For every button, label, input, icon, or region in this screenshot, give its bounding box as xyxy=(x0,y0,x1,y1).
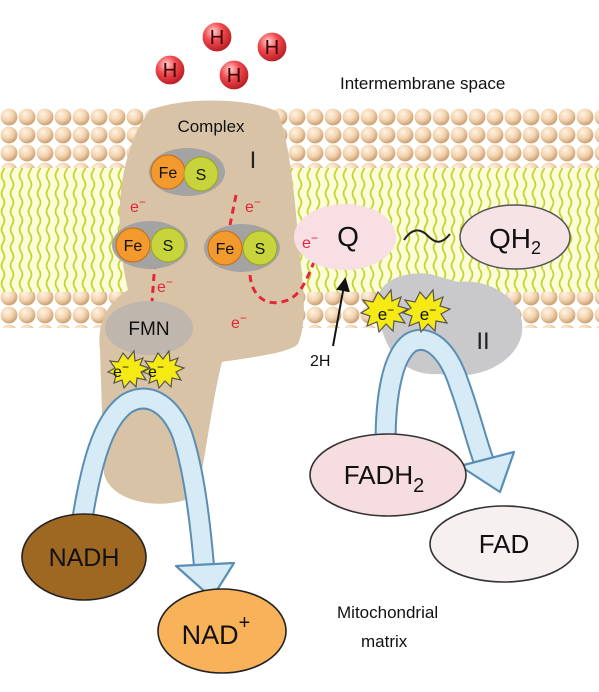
electron-letter: e xyxy=(245,199,254,216)
nad-label: NAD+ xyxy=(182,612,251,650)
fe-s-cluster-left: Fe S xyxy=(112,221,188,269)
fadh2-label: FADH2 xyxy=(344,460,424,497)
electron-letter: e xyxy=(130,199,139,216)
curved-arrow-icon xyxy=(67,387,236,600)
sulfur-label: S xyxy=(163,238,174,255)
proton-icon: H xyxy=(154,54,186,86)
proton-group: H H H H xyxy=(154,21,288,91)
nad-shape xyxy=(157,588,287,674)
electron-letter: e xyxy=(157,279,166,296)
fadh2-base: FADH xyxy=(344,460,413,490)
electron-letter: e xyxy=(113,364,122,381)
electron-charge: − xyxy=(311,231,318,245)
electron-labels: e− e− e− e− xyxy=(130,195,261,332)
two-h-arrow xyxy=(332,277,350,347)
svg-text:e−: e− xyxy=(245,195,261,216)
q-label: Q xyxy=(337,221,359,252)
matrix-label-line2: matrix xyxy=(361,632,408,651)
electron-letter: e xyxy=(148,364,157,381)
starburst-electron: e− xyxy=(148,360,164,381)
nad-sup: + xyxy=(239,612,251,634)
electron-charge: − xyxy=(387,303,394,317)
fmn-label: FMN xyxy=(128,319,169,340)
electron-charge: − xyxy=(429,303,436,317)
fe-s-cluster-top: Fe S xyxy=(149,148,225,196)
two-h-label: 2H xyxy=(310,353,330,370)
electron-charge: − xyxy=(254,195,261,209)
proton-label: H xyxy=(210,27,224,49)
electron-letter: e xyxy=(420,305,429,324)
proton-label: H xyxy=(265,37,279,59)
fad-label: FAD xyxy=(479,529,530,559)
nad-base: NAD xyxy=(182,620,239,650)
starburst-icon: e− xyxy=(141,349,186,390)
proton-label: H xyxy=(227,65,241,87)
iron-label: Fe xyxy=(124,238,143,255)
starburst-icon: e− xyxy=(359,288,410,334)
electron-letter: e xyxy=(302,235,311,252)
starburst-electron: e− xyxy=(378,303,394,324)
membrane-top-beads xyxy=(0,108,599,168)
qh2-shape xyxy=(459,204,571,270)
q-shape xyxy=(294,204,396,270)
tilde-icon xyxy=(403,229,451,243)
complex-label: Complex xyxy=(177,117,245,136)
q-electron-label: e− xyxy=(302,231,318,252)
svg-text:e−: e− xyxy=(157,275,173,296)
fadh2-shape xyxy=(309,433,467,517)
electron-letter: e xyxy=(378,305,387,324)
electron-charge: − xyxy=(157,360,164,374)
electron-charge: − xyxy=(139,195,146,209)
electron-charge: − xyxy=(166,275,173,289)
fe-s-cluster-right: Fe S xyxy=(204,224,280,272)
svg-text:e−: e− xyxy=(231,311,247,332)
starburst-icon: e− xyxy=(106,349,151,390)
nadh-label: NADH xyxy=(49,544,120,572)
sulfur-label: S xyxy=(255,241,266,258)
fad-shape xyxy=(429,505,579,583)
electron-letter: e xyxy=(231,315,240,332)
curved-arrow-icon xyxy=(374,328,516,494)
starburst-electron: e− xyxy=(420,303,436,324)
iron-label: Fe xyxy=(159,165,178,182)
proton-icon: H xyxy=(256,31,288,63)
starburst-electron: e− xyxy=(113,360,129,381)
complex-one-numeral: I xyxy=(250,147,257,174)
proton-icon: H xyxy=(218,59,250,91)
complex-two-numeral: II xyxy=(476,328,489,355)
starburst-icon: e− xyxy=(401,288,452,334)
qh2-sub: 2 xyxy=(531,238,541,258)
proton-icon: H xyxy=(201,21,233,53)
intermembrane-label: Intermembrane space xyxy=(340,74,505,93)
electron-charge: − xyxy=(240,311,247,325)
sulfur-label: S xyxy=(196,167,207,184)
svg-text:e−: e− xyxy=(130,195,146,216)
matrix-label-line1: Mitochondrial xyxy=(337,603,438,622)
fmn-shape xyxy=(105,301,193,355)
qh2-label: QH2 xyxy=(489,223,541,258)
electron-charge: − xyxy=(122,360,129,374)
nadh-shape xyxy=(21,513,147,601)
proton-label: H xyxy=(163,60,177,82)
iron-label: Fe xyxy=(216,241,235,258)
fadh2-sub: 2 xyxy=(413,475,424,497)
qh2-base: QH xyxy=(489,223,531,254)
